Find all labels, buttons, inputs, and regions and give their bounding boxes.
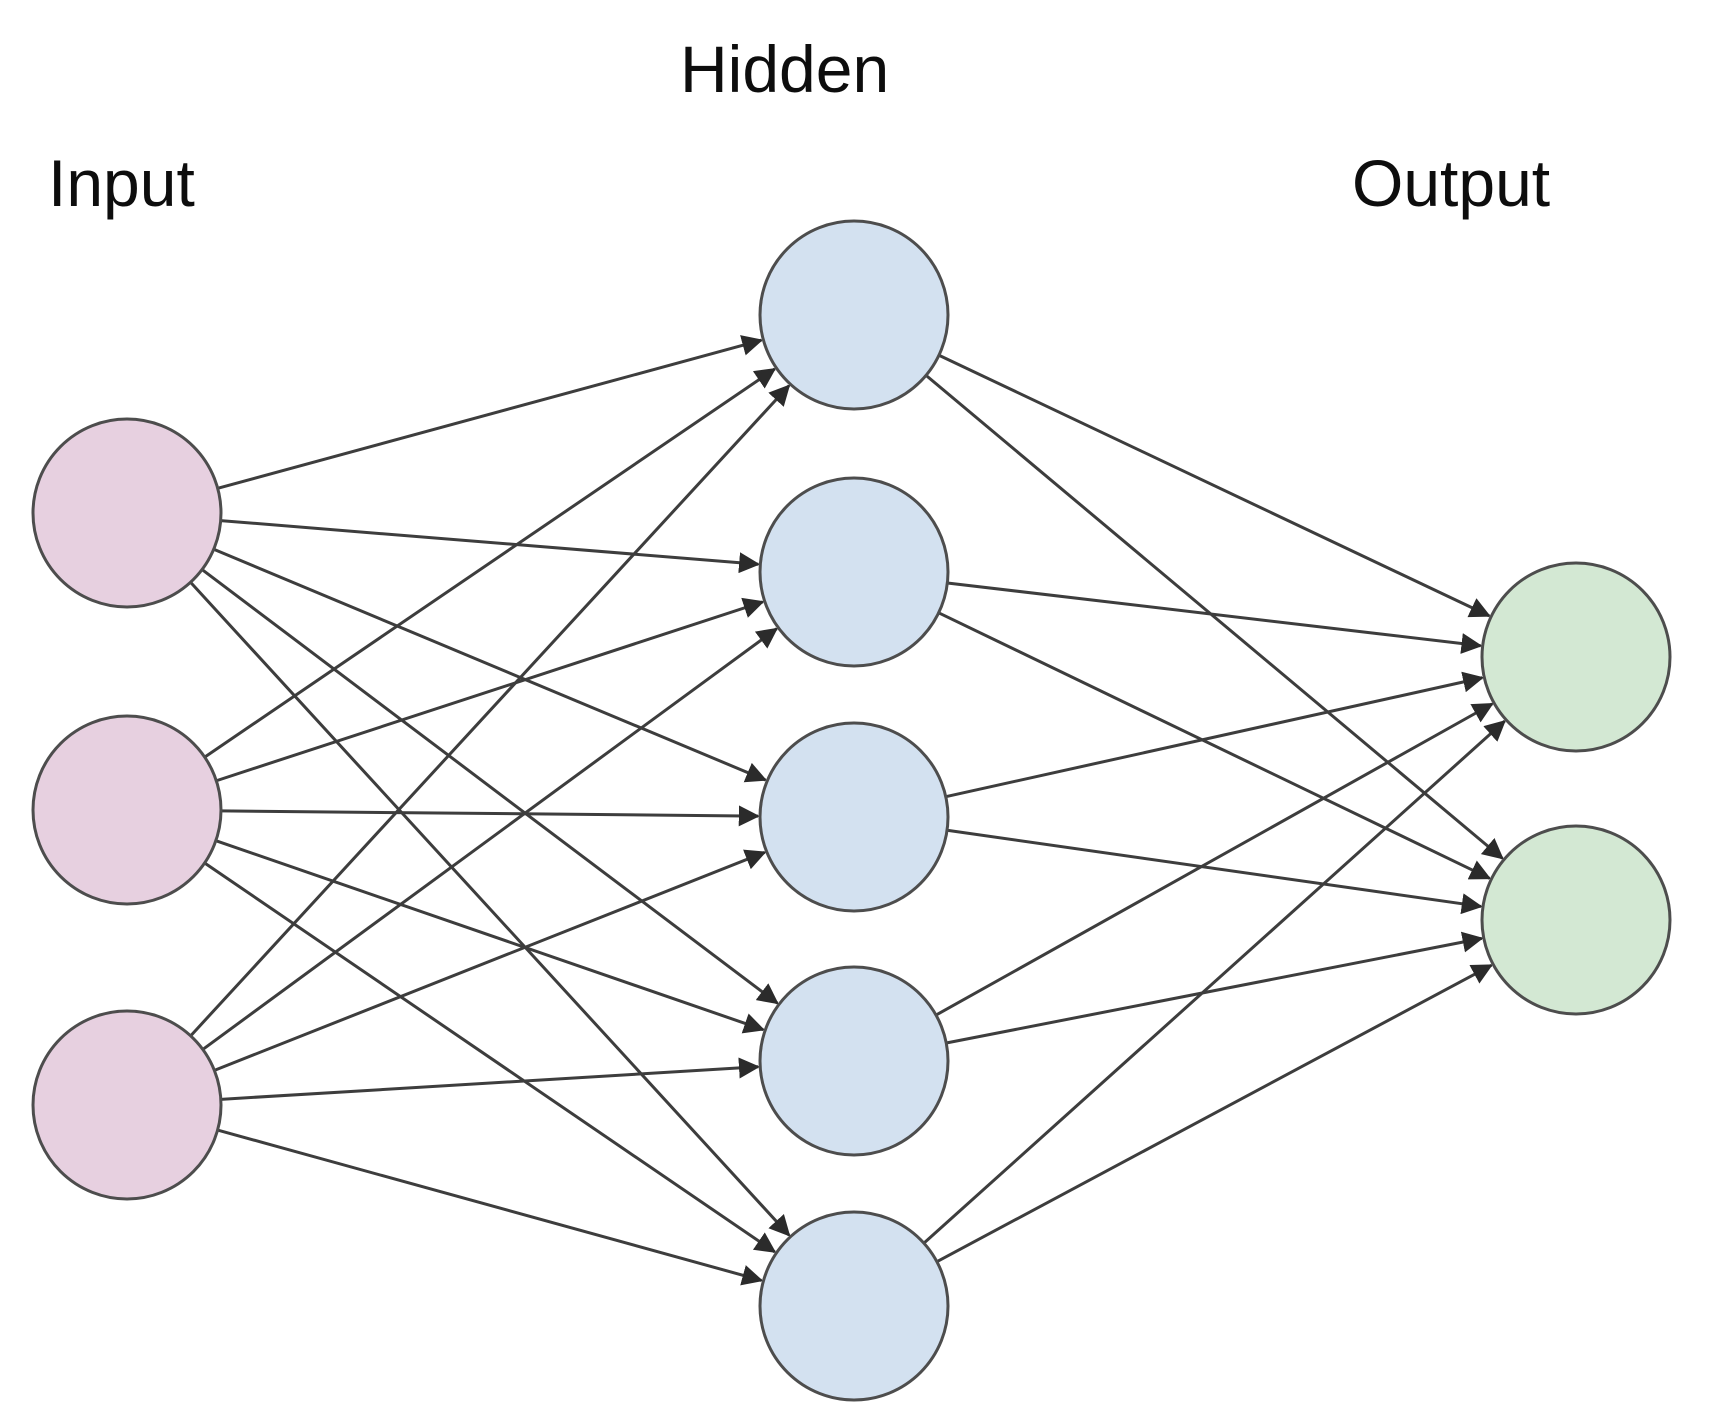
neuron-nodes — [31, 219, 1672, 1402]
connection-edge — [215, 839, 765, 1034]
neuron-node-input-3[interactable] — [31, 1009, 223, 1201]
connection-edge — [220, 519, 761, 574]
connection-edge — [938, 611, 1492, 880]
connection-edges — [189, 335, 1506, 1286]
connection-edge — [946, 828, 1483, 915]
connection-edge — [938, 353, 1491, 618]
connection-edge — [220, 805, 760, 827]
neuron-node-hidden-4[interactable] — [758, 965, 950, 1157]
connection-edge — [947, 581, 1483, 654]
connection-edge — [215, 597, 765, 783]
layer-label-input: Input — [48, 146, 195, 220]
connection-edge — [220, 1057, 760, 1101]
neuron-node-output-2[interactable] — [1480, 824, 1672, 1016]
neuron-node-hidden-3[interactable] — [758, 721, 950, 913]
connection-edge — [201, 627, 779, 1051]
connection-edge — [922, 719, 1506, 1245]
neuron-node-hidden-2[interactable] — [758, 476, 950, 668]
neuron-node-input-2[interactable] — [31, 714, 223, 906]
connection-edge — [945, 671, 1485, 799]
connection-edge — [203, 367, 777, 759]
connection-edge — [217, 1128, 764, 1286]
connection-edge — [213, 849, 767, 1072]
connection-edge — [935, 702, 1494, 1017]
connection-edge — [189, 384, 791, 1037]
connection-edge — [213, 547, 768, 783]
connection-edge — [945, 931, 1484, 1045]
neuron-node-hidden-5[interactable] — [758, 1210, 950, 1402]
connection-edge — [936, 963, 1493, 1264]
connection-edge — [217, 335, 764, 490]
connection-edge — [203, 861, 777, 1254]
layer-label-output: Output — [1352, 146, 1551, 220]
neuron-node-output-1[interactable] — [1480, 561, 1672, 753]
connection-edge — [925, 374, 1504, 860]
connection-edge — [201, 568, 779, 1005]
neuron-node-input-1[interactable] — [31, 417, 223, 609]
connection-edge — [189, 581, 791, 1237]
layer-label-hidden: Hidden — [680, 32, 890, 106]
neuron-node-hidden-1[interactable] — [758, 219, 950, 411]
